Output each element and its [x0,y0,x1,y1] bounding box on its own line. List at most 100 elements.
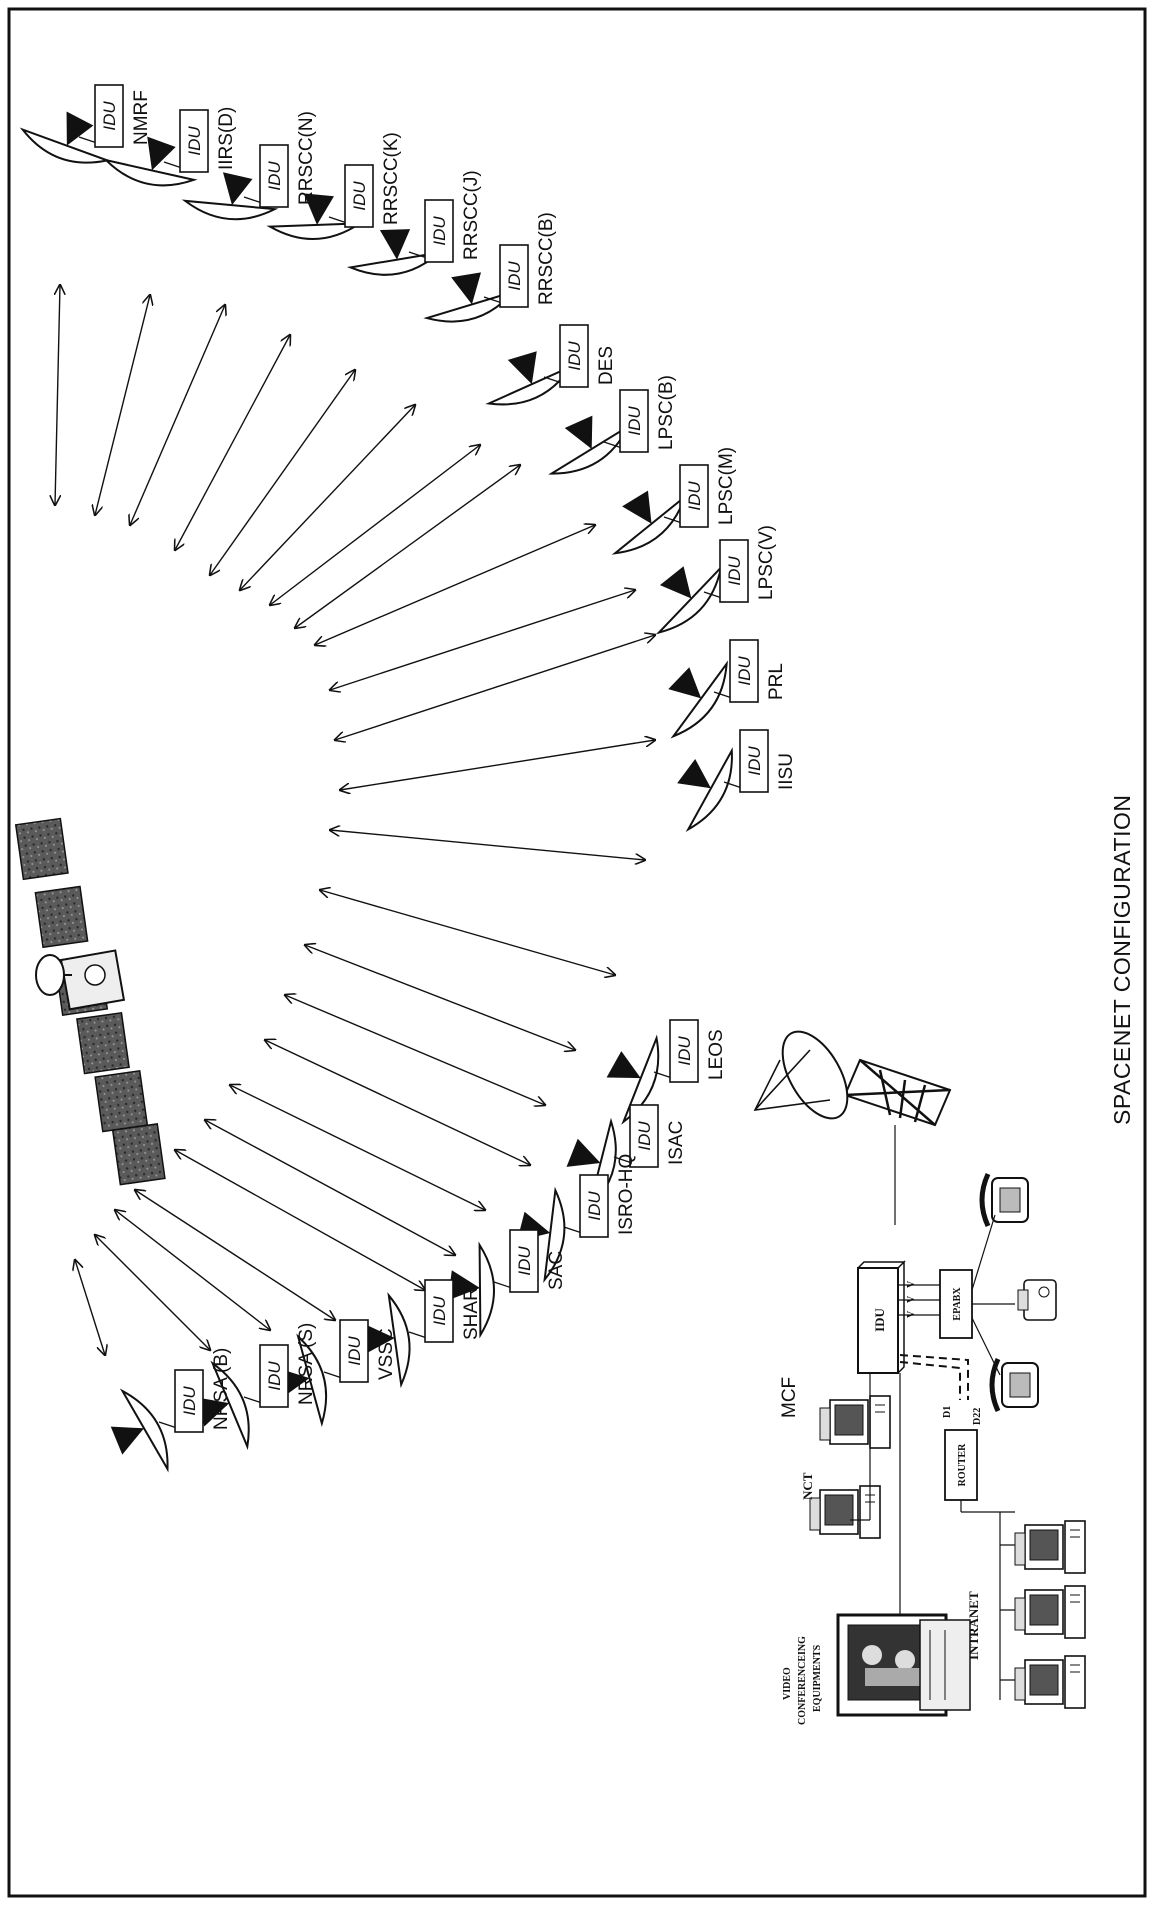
hub-station: IDU V V V EPABX [753,1030,1086,1725]
idu-box [179,109,209,173]
idu-label: IDU [585,1191,604,1221]
idu-box [669,1019,699,1083]
idu-label: IDU [505,261,524,291]
station-label: DES [596,346,617,385]
link-arrow [335,635,655,740]
link-arrow [330,830,645,860]
idu-box [509,1229,539,1293]
station-label: NMRF [131,90,152,145]
computers [809,1395,1086,1709]
dish-antenna-icon [102,136,198,187]
link-arrow [130,305,225,525]
idu-box [424,199,454,263]
router-label: ROUTER [957,1443,968,1487]
idu-label: IDU [430,1296,449,1326]
computer-icon [1014,1655,1086,1709]
link-arrow [135,1190,335,1320]
video-conferencing-icon [836,1613,971,1717]
station-rrscc-k: IDU RRSCC(K) [266,132,402,241]
hub-idu-label: IDU [872,1307,887,1331]
dish-antenna-icon [266,193,364,241]
idu-label: IDU [635,1121,654,1151]
idu-box [259,1344,289,1408]
router-box: ROUTER [944,1429,978,1501]
station-label: RRSCC(K) [381,132,402,225]
link-arrow [75,1260,105,1355]
diagram-title: SPACENET CONFIGURATION [1109,795,1135,1125]
link-arrow [230,1085,485,1210]
idu-label: IDU [625,406,644,436]
dish-antenna-icon [448,1241,495,1339]
dish-antenna-icon [606,1034,660,1125]
idu-label: IDU [350,181,369,211]
dish-antenna-icon [181,172,279,221]
idu-box [174,1369,204,1433]
dish-antenna-icon [611,490,688,555]
station-shar: IDU SHAR [364,1279,482,1389]
link-arrows [55,285,655,1355]
d1-label: D1 [942,1406,953,1418]
idu-box [739,729,769,793]
link-arrow [95,295,150,515]
idu-label: IDU [100,101,119,131]
station-label: LPSC(M) [716,447,737,525]
idu-label: IDU [565,341,584,371]
station-label: RRSCC(J) [461,170,482,260]
station-label: NRSA (S) [296,1323,317,1405]
dish-antenna-icon [364,1292,411,1389]
idu-label: IDU [265,161,284,191]
station-label: PRL [766,663,787,700]
computer-icon [1014,1585,1086,1639]
idu-box [719,539,749,603]
satellite-icon [14,817,166,1186]
telephone-icon [989,1357,1039,1413]
page-border [7,7,1147,1898]
dish-antenna-icon [677,747,733,832]
idu-box [94,84,124,148]
link-arrow [55,285,60,505]
link-arrow [295,465,520,628]
station-rrscc-j: IDU RRSCC(J) [346,170,482,276]
mcf-label: MCF [779,1377,800,1418]
idu-box [679,464,709,528]
link-arrow [175,335,290,550]
dish-antenna-icon [110,1388,169,1473]
idu-label: IDU [675,1036,694,1066]
idu-box [339,1319,369,1383]
station-label: VSSC [376,1328,397,1380]
hub-antenna-icon [753,1030,952,1225]
dish-antenna-icon [668,660,728,739]
station-label: RRSCC(B) [536,212,557,305]
link-arrow [240,405,415,590]
station-label: SHAR [461,1287,482,1340]
link-arrow [315,525,595,645]
idu-box [559,324,589,388]
video-label-1: VIDEO [782,1667,793,1700]
link-arrow [320,890,615,975]
station-prl: IDU PRL [668,639,787,739]
station-label: LPSC(V) [756,525,777,600]
epabx-label: EPABX [952,1287,963,1321]
dish-antenna-icon [196,1360,250,1451]
fax-icon [1017,1279,1057,1321]
video-label-2: CONFERENCEING [797,1636,808,1725]
telephone-icon [979,1172,1029,1228]
station-rrscc-b: IDU RRSCC(B) [423,212,557,323]
station-label: NRSA (B) [211,1348,232,1430]
nct-label: NCT [800,1472,815,1500]
d22-label: D22 [972,1408,983,1425]
idu-box [729,639,759,703]
v-label-3: V [906,1310,917,1318]
idu-label: IDU [735,656,754,686]
idu-box [629,1104,659,1168]
station-label: RRSCC(N) [296,111,317,205]
v-label-1: V [906,1280,917,1288]
